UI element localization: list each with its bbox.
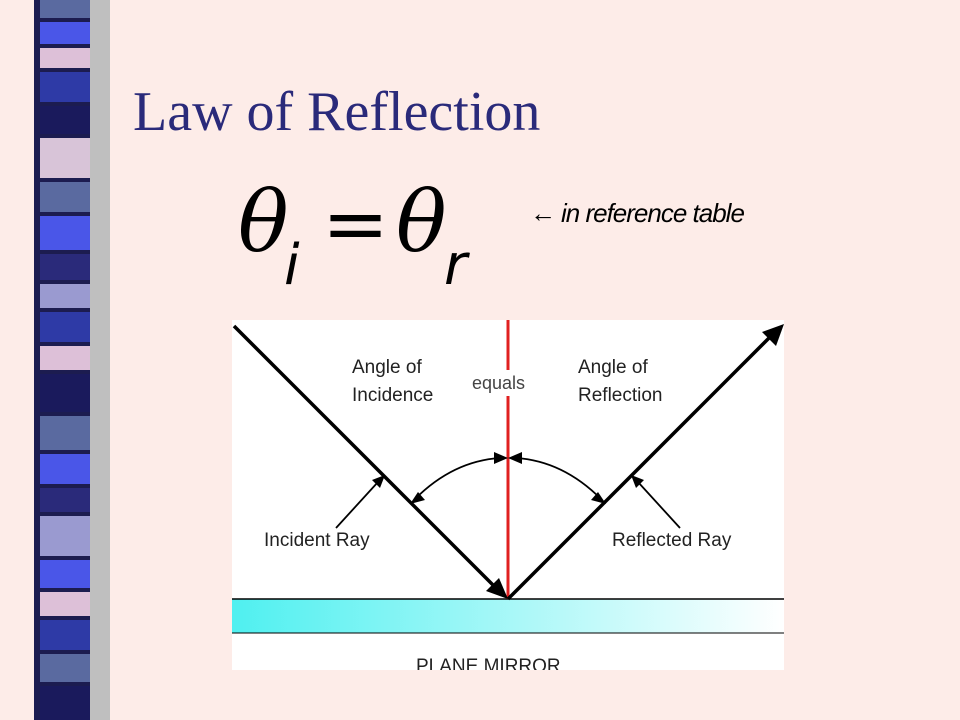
reflection-subscript: r <box>444 233 468 298</box>
incident-ray-pointer-line <box>335 481 379 529</box>
incidence-angle-arc <box>414 457 501 500</box>
reflected-ray-pointer-line <box>637 481 681 529</box>
plane-mirror-label: PLANE MIRROR <box>416 656 561 670</box>
reflection-diagram: Angle of Incidence equals Angle of Refle… <box>232 320 784 670</box>
angle-of-incidence-label-line2: Incidence <box>352 385 433 406</box>
reflected-ray-pointer-arrowhead <box>631 475 644 488</box>
reflection-angle-arc <box>515 457 602 500</box>
incident-ray-label: Incident Ray <box>264 530 370 551</box>
theta-incidence-symbol: θ <box>238 173 289 271</box>
incident-ray-pointer-arrowhead <box>372 475 385 488</box>
incidence-subscript: i <box>284 233 300 298</box>
incidence-arc-arrowhead-right <box>494 452 508 464</box>
angle-of-reflection-label-line1: Angle of <box>578 357 648 378</box>
reference-table-note: ←in reference table <box>530 198 745 229</box>
equals-label-backdrop <box>471 370 535 396</box>
reflected-ray-arrowhead <box>762 324 784 346</box>
decorative-stripe-bar <box>0 0 110 720</box>
reflected-ray-line <box>506 335 772 601</box>
incidence-arc-arrowhead-left <box>410 492 425 504</box>
equals-sign: = <box>322 177 390 270</box>
reflection-arc-arrowhead-left <box>508 452 522 464</box>
equals-label: equals <box>472 373 525 393</box>
left-arrow-icon: ← <box>530 198 556 228</box>
reflection-arc-arrowhead-right <box>591 492 606 504</box>
reflected-ray-label: Reflected Ray <box>612 530 732 551</box>
mirror-surface <box>232 599 784 633</box>
slide-title: Law of Reflection <box>133 81 541 143</box>
reference-table-text: in reference table <box>561 198 745 228</box>
angle-of-reflection-label-line2: Reflection <box>578 385 663 406</box>
angle-of-incidence-label-line1: Angle of <box>352 357 422 378</box>
theta-reflection-symbol: θ <box>396 173 447 271</box>
reflection-formula: θ i = θ r <box>238 160 498 294</box>
incident-ray-line <box>232 324 498 590</box>
incident-ray-arrowhead <box>486 578 508 599</box>
